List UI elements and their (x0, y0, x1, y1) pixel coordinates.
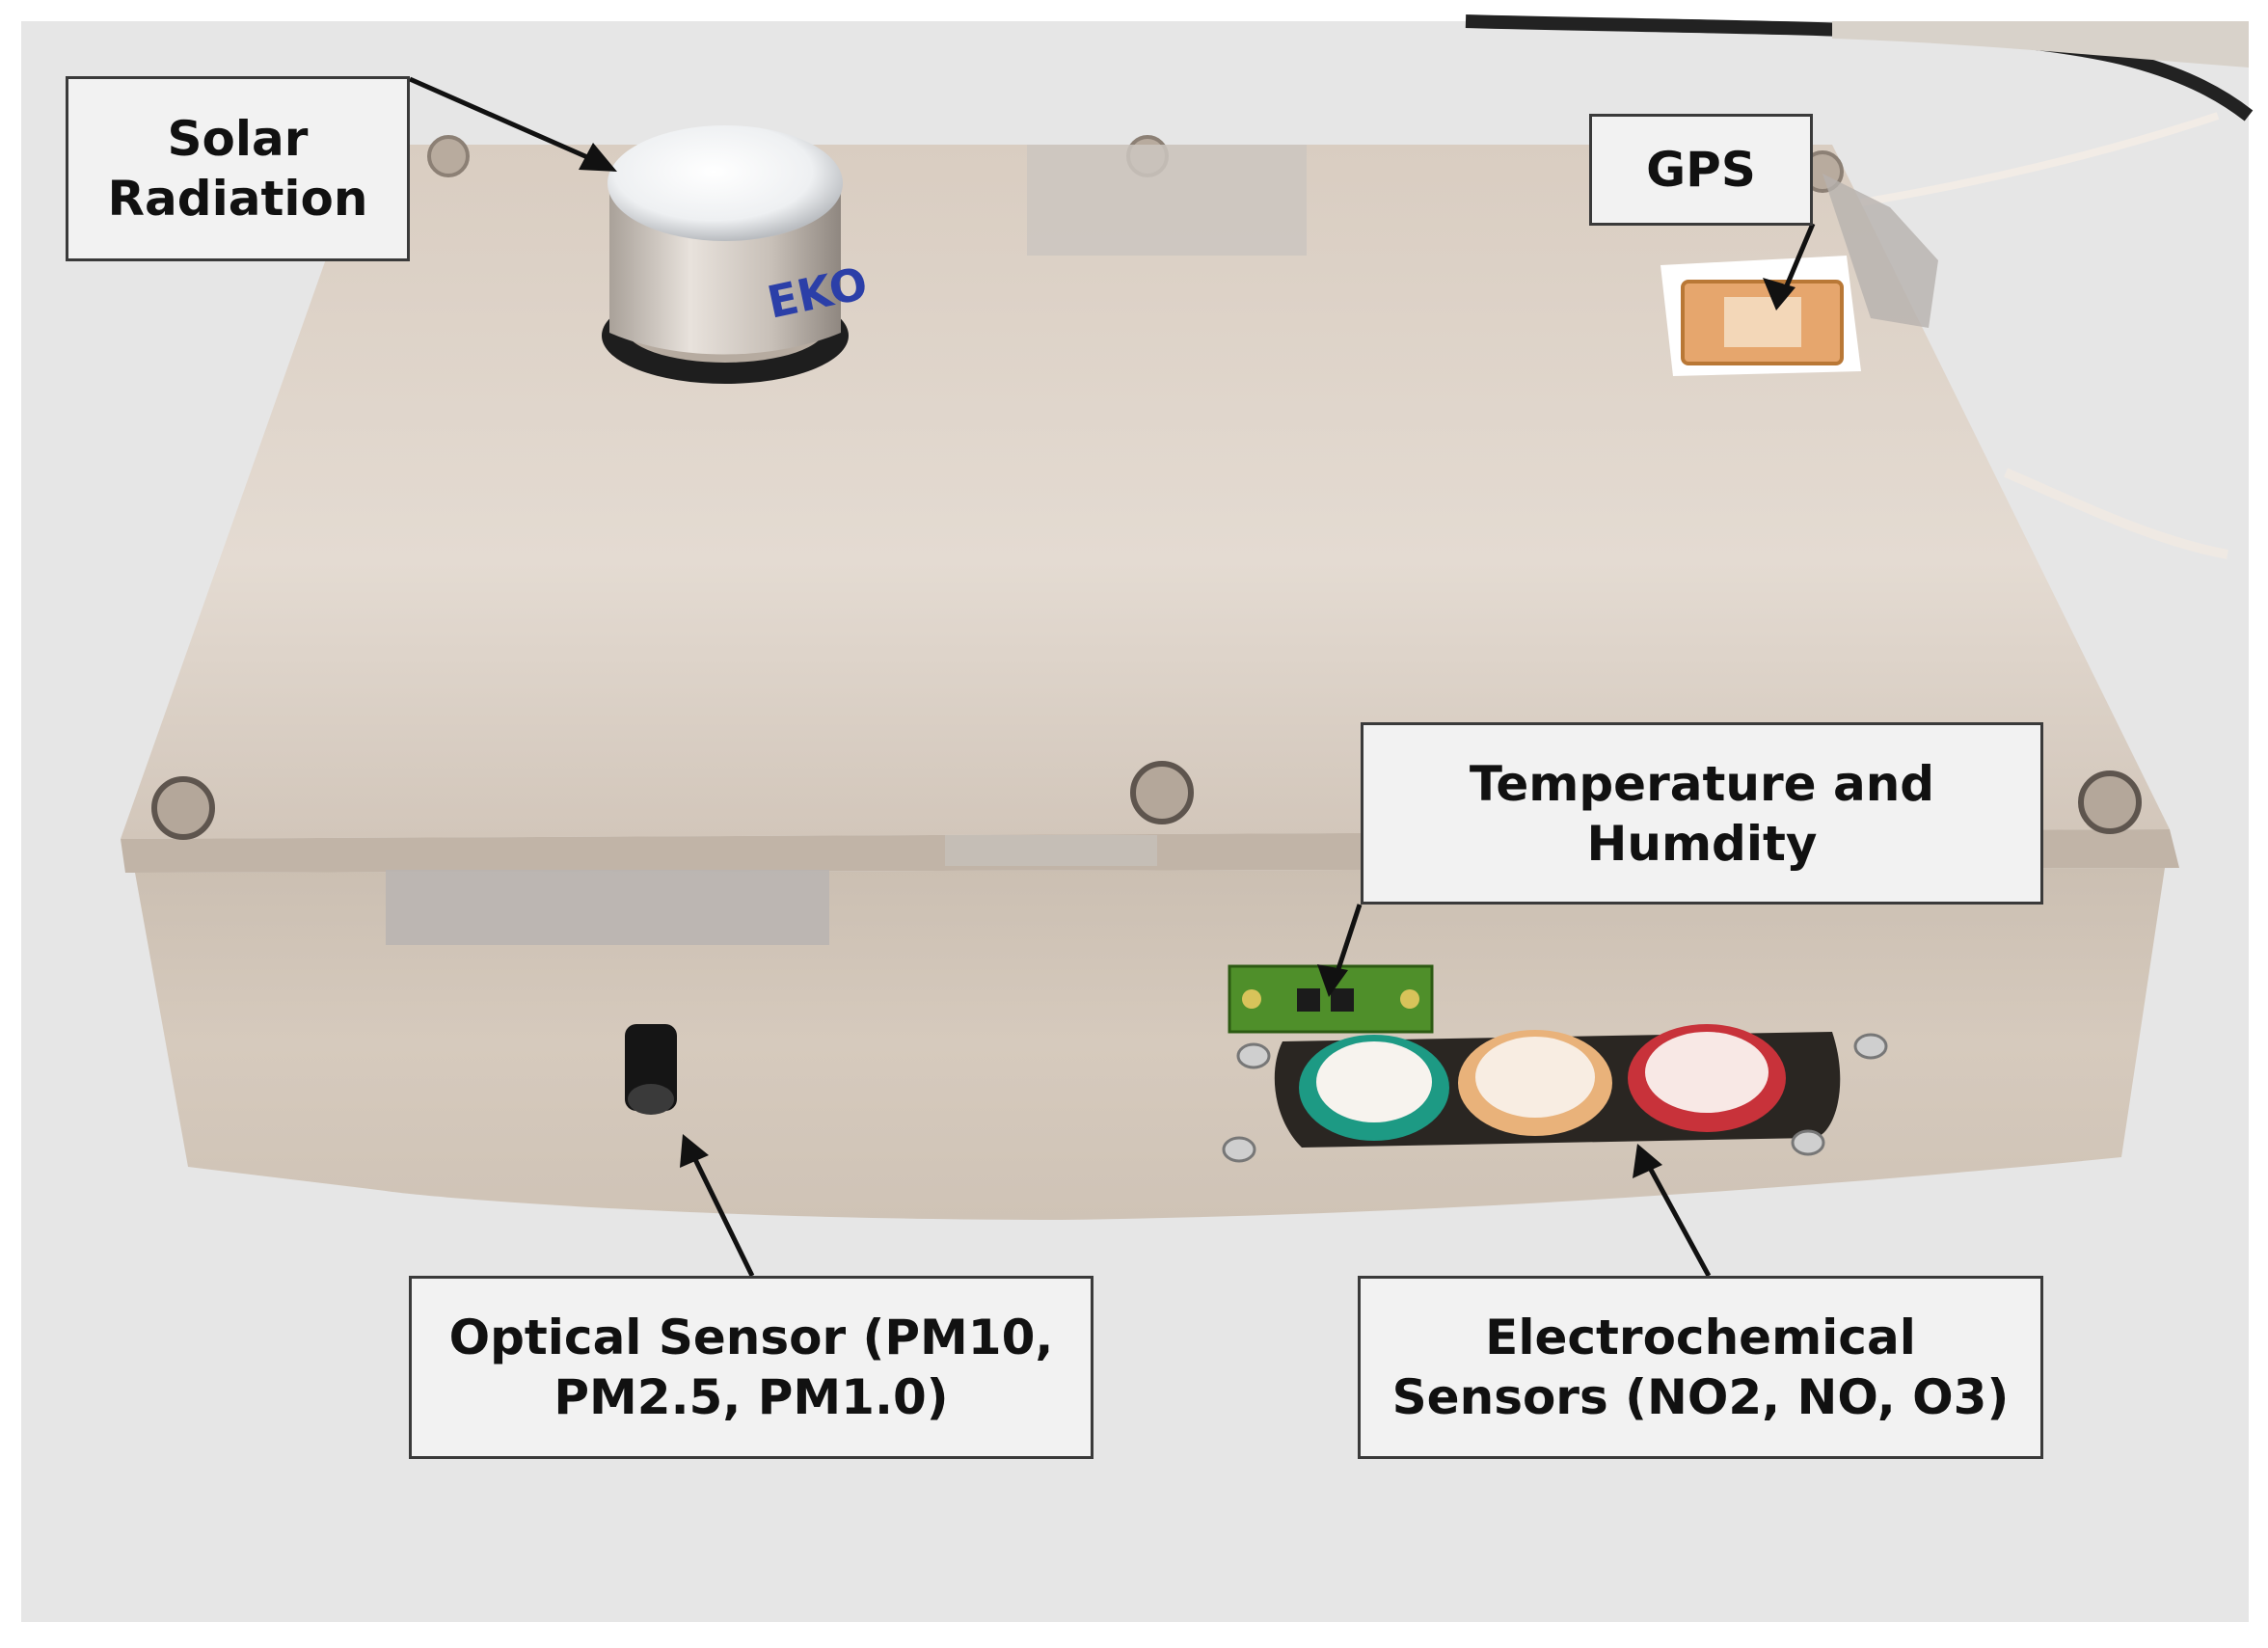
screw-hole (2078, 770, 2142, 834)
sht-sensor-chip (1297, 988, 1320, 1012)
tape-top (1027, 145, 1307, 256)
arrow-solar (408, 76, 617, 172)
callout-gps: GPS (1589, 114, 1813, 226)
screw-hole (1130, 761, 1194, 824)
panel-screw (1791, 1129, 1825, 1156)
o3-sensor-face (1645, 1032, 1768, 1113)
optical-sensor-opening (628, 1084, 674, 1115)
no-sensor-face (1475, 1037, 1595, 1118)
panel-screw (1236, 1042, 1271, 1069)
arrow-electrochemical (1633, 1144, 1712, 1278)
white-wire (1860, 112, 2220, 206)
screw-hole (427, 135, 470, 177)
pcb-pad (1242, 989, 1261, 1009)
gps-antenna-center (1724, 297, 1801, 347)
tape-lid (945, 835, 1157, 866)
arrow-temperature (1317, 904, 1363, 997)
no2-sensor-face (1316, 1041, 1432, 1122)
pcb-pad (1400, 989, 1419, 1009)
callout-electrochemical-sensors: Electrochemical Sensors (NO2, NO, O3) (1358, 1276, 2043, 1459)
callout-solar-radiation: Solar Radiation (66, 76, 410, 261)
arrow-optical (680, 1134, 755, 1278)
callout-temperature-humidity: Temperature and Humdity (1361, 722, 2043, 905)
cream-tube (1832, 21, 2249, 68)
arrow-gps (1763, 223, 1816, 311)
panel-screw (1222, 1136, 1256, 1163)
tape-gps (1822, 174, 1938, 328)
tape-front (386, 870, 829, 945)
callout-optical-sensor: Optical Sensor (PM10, PM2.5, PM1.0) (409, 1276, 1094, 1459)
screw-hole (151, 776, 215, 840)
sht-sensor-chip (1331, 988, 1354, 1012)
panel-screw (1853, 1033, 1888, 1060)
pyranometer-dome (608, 125, 843, 241)
white-wire-2 (2004, 468, 2228, 559)
